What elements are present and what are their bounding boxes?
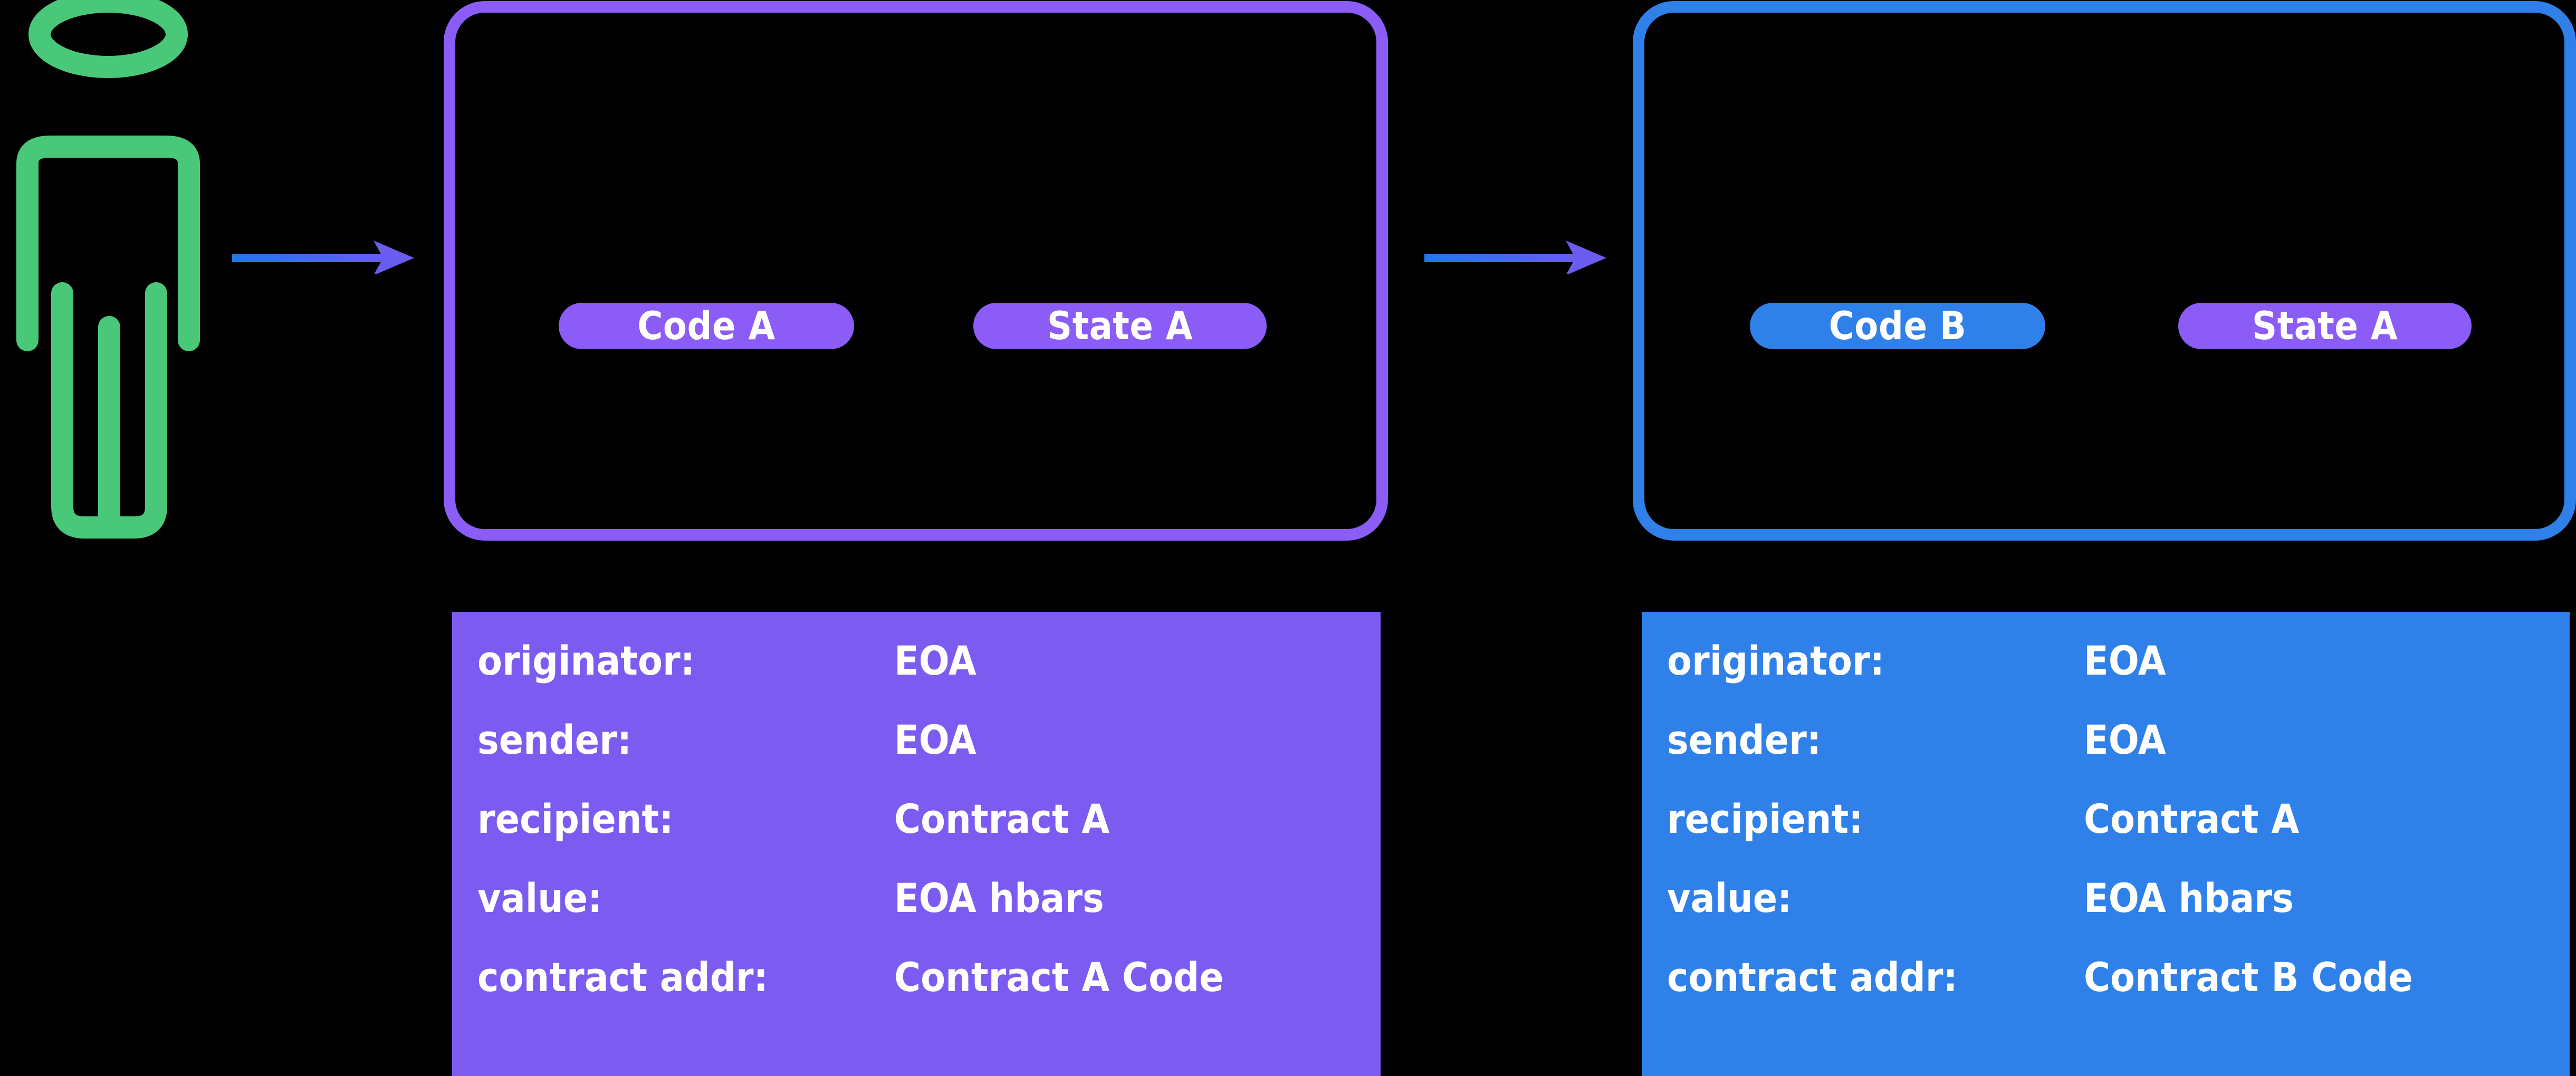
row-key: value:: [477, 875, 602, 921]
row-key: originator:: [1667, 637, 1885, 684]
row-value: EOA: [2084, 637, 2166, 684]
contract-a-box: Code A State A: [444, 1, 1388, 541]
person-icon: [0, 0, 222, 549]
table-row: sender: EOA: [1667, 716, 2570, 795]
row-value: EOA: [894, 637, 976, 684]
table-row: sender: EOA: [477, 716, 1381, 795]
row-key: value:: [1667, 875, 1792, 921]
table-row: originator: EOA: [477, 637, 1381, 716]
row-value: EOA hbars: [2084, 875, 2294, 921]
table-row: value: EOA hbars: [477, 875, 1381, 954]
row-key: recipient:: [477, 795, 674, 842]
row-value: EOA: [894, 716, 976, 763]
row-value: EOA hbars: [894, 875, 1104, 921]
pill-state-a-b[interactable]: State A: [2178, 303, 2472, 349]
contract-b-pills: Code B State A: [1644, 13, 2564, 529]
row-value: Contract A: [2084, 795, 2300, 842]
row-key: recipient:: [1667, 795, 1863, 842]
row-key: sender:: [477, 716, 632, 763]
table-row: contract addr: Contract A Code: [477, 954, 1381, 1033]
pill-code-b[interactable]: Code B: [1750, 303, 2045, 349]
pill-code-a[interactable]: Code A: [559, 303, 854, 349]
row-key: sender:: [1667, 716, 1822, 763]
row-value: Contract B Code: [2084, 954, 2413, 1001]
table-row: value: EOA hbars: [1667, 875, 2570, 954]
table-row: originator: EOA: [1667, 637, 2570, 716]
row-value: Contract A Code: [894, 954, 1224, 1001]
table-row: recipient: Contract A: [1667, 795, 2570, 875]
arrow-contract-a-to-contract-b: [1424, 211, 1625, 275]
table-row: contract addr: Contract B Code: [1667, 954, 2570, 1033]
row-key: contract addr:: [477, 954, 768, 1001]
contract-b-box: Code B State A: [1633, 1, 2576, 541]
pill-state-a[interactable]: State A: [973, 303, 1267, 349]
tx-table-b: originator: EOA sender: EOA recipient: C…: [1642, 612, 2570, 1076]
row-value: EOA: [2084, 716, 2166, 763]
row-value: Contract A: [894, 795, 1110, 842]
row-key: originator:: [477, 637, 695, 684]
tx-table-a: originator: EOA sender: EOA recipient: C…: [452, 612, 1381, 1076]
row-key: contract addr:: [1667, 954, 1958, 1001]
arrow-actor-to-contract-a: [232, 211, 433, 275]
table-row: recipient: Contract A: [477, 795, 1381, 875]
contract-a-pills: Code A State A: [455, 13, 1376, 529]
